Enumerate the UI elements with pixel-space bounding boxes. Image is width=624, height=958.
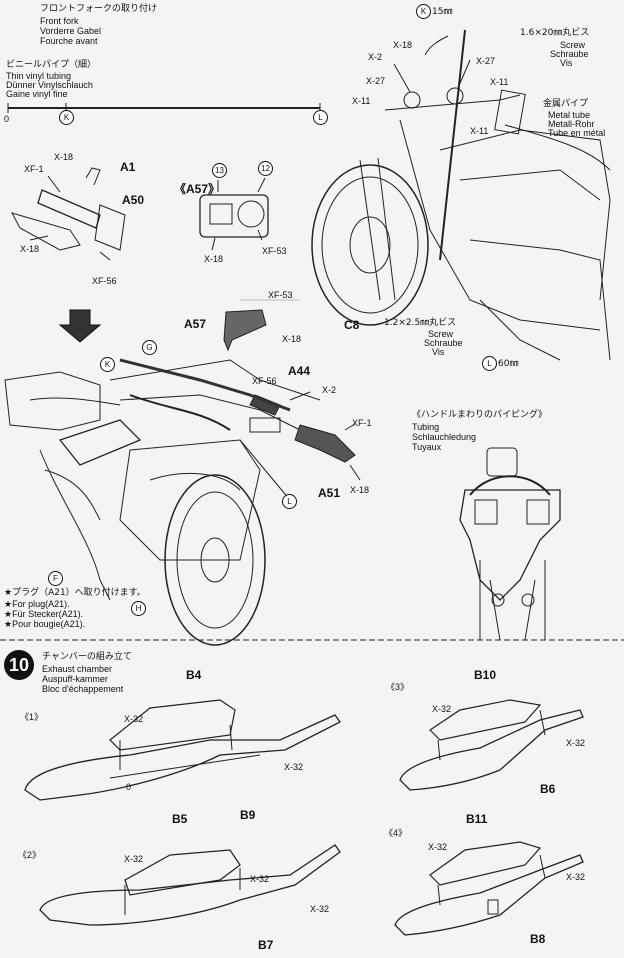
fork-title-fr: Fourche avant bbox=[40, 36, 98, 46]
paint-x18-handle-bottom: X-18 bbox=[20, 244, 40, 254]
chamber2-tag: 《2》 bbox=[18, 850, 42, 860]
tube-mark-g: G bbox=[142, 340, 157, 355]
paint-xf1-handle: XF-1 bbox=[24, 164, 44, 174]
step-number: 10 bbox=[4, 650, 34, 680]
note-plug-en: ★For plug(A21). bbox=[4, 599, 70, 609]
chamber4-tag: 《4》 bbox=[384, 828, 408, 838]
metal-tube-en: Metal tube bbox=[548, 110, 591, 120]
chamber1-part-top: B4 bbox=[186, 668, 202, 682]
screw2-en: Screw bbox=[428, 329, 454, 339]
part-a57: A57 bbox=[184, 317, 207, 331]
screw2-fr: Vis bbox=[432, 347, 445, 357]
fork-title-jp: フロントフォークの取り付け bbox=[40, 4, 158, 14]
chamber2-x32c: X-32 bbox=[310, 904, 330, 914]
paint-x2-fork: X-2 bbox=[368, 52, 383, 62]
chamber4-part-top: B11 bbox=[466, 812, 488, 826]
paint-x18-handle-top: X-18 bbox=[54, 152, 74, 162]
chamber3-tag: 《3》 bbox=[386, 682, 410, 692]
decal-13: 13 bbox=[212, 163, 227, 178]
screw-en: Screw bbox=[560, 40, 586, 50]
part-a1: A1 bbox=[120, 160, 136, 174]
chamber3-part-bottom: B6 bbox=[540, 782, 556, 796]
part-c8: C8 bbox=[344, 318, 360, 332]
piping-title-jp: 《ハンドルまわりのパイピング》 bbox=[412, 410, 548, 420]
l-tube-length: 60㎜ bbox=[498, 359, 519, 369]
note-plug-de: ★Für Stecker(A21). bbox=[4, 609, 84, 619]
chamber2-x32b: X-32 bbox=[250, 874, 270, 884]
l-tube-mark: L bbox=[482, 356, 497, 371]
tube-mark-f: F bbox=[48, 571, 63, 586]
chamber1-zero-mark: 0 bbox=[126, 782, 132, 792]
ruler-mark-l: L bbox=[313, 110, 328, 125]
note-plug-fr: ★Pour bougie(A21). bbox=[4, 619, 86, 629]
screw-size-label: 1.6×20㎜丸ビス bbox=[520, 28, 590, 38]
screw-de: Schraube bbox=[550, 49, 589, 59]
screw2-de: Schraube bbox=[424, 338, 463, 348]
paint-x11-left: X-11 bbox=[352, 96, 371, 106]
ruler-mark-k: K bbox=[59, 110, 74, 125]
piping-title-en: Tubing bbox=[412, 422, 440, 432]
vinyl-title-fr: Gaine vinyl fine bbox=[6, 89, 68, 99]
vinyl-title-jp: ビニールパイプ（細） bbox=[6, 60, 97, 70]
meter-title: 《A57》 bbox=[174, 182, 221, 196]
paint-x27-left: X-27 bbox=[366, 76, 386, 86]
chamber2-x32a: X-32 bbox=[124, 854, 144, 864]
tube-mark-k: K bbox=[100, 357, 115, 372]
step-title-en: Exhaust chamber bbox=[42, 664, 113, 674]
screw2-size-label: 1.2×2.5㎜丸ビス bbox=[384, 318, 457, 328]
metal-tube-de: Metall-Rohr bbox=[548, 119, 595, 129]
tube-mark-l: L bbox=[282, 494, 297, 509]
chamber4-part-bottom: B8 bbox=[530, 932, 546, 946]
piping-title-fr: Tuyaux bbox=[412, 442, 442, 452]
paint-xf56-handle: XF-56 bbox=[92, 276, 117, 286]
k-tube-length: 15㎜ bbox=[432, 7, 453, 17]
fork-title-en: Front fork bbox=[40, 16, 79, 26]
paint-xf53-meter: XF-53 bbox=[262, 246, 287, 256]
screw-fr: Vis bbox=[560, 58, 573, 68]
ruler-zero: 0 bbox=[4, 114, 10, 124]
part-a51: A51 bbox=[318, 486, 341, 500]
step-title-jp: チャンバーの組み立て bbox=[42, 652, 132, 662]
metal-tube-fr: Tube en métal bbox=[548, 128, 606, 138]
chamber1-x32a: X-32 bbox=[124, 714, 144, 724]
paint-x18-a51: X-18 bbox=[350, 485, 370, 495]
chamber3-x32b: X-32 bbox=[566, 738, 586, 748]
paint-xf1-assembly: XF-1 bbox=[352, 418, 372, 428]
paint-x18-meter: X-18 bbox=[204, 254, 224, 264]
paint-x2-assembly: X-2 bbox=[322, 385, 337, 395]
chamber4-x32b: X-32 bbox=[566, 872, 586, 882]
vinyl-title-en: Thin vinyl tubing bbox=[6, 71, 72, 81]
paint-xf56-assembly: XF-56 bbox=[252, 376, 277, 386]
step-title-fr: Bloc d'échappement bbox=[42, 684, 124, 694]
paint-x18-assembly: X-18 bbox=[282, 334, 302, 344]
chamber1-part-bottom: B9 bbox=[240, 808, 256, 822]
chamber3-x32a: X-32 bbox=[432, 704, 452, 714]
part-a44: A44 bbox=[288, 364, 311, 378]
chamber1-x32b: X-32 bbox=[284, 762, 304, 772]
k-tube-mark: K bbox=[416, 4, 431, 19]
paint-x11-bottom: X-11 bbox=[470, 126, 489, 136]
chamber2-part-top: B5 bbox=[172, 812, 188, 826]
step-title-de: Auspuff-kammer bbox=[42, 674, 108, 684]
note-plug-jp: ★プラグ（A21）へ取り付けます。 bbox=[4, 588, 146, 598]
metal-tube-jp: 金属パイプ bbox=[543, 99, 589, 109]
tube-mark-h: H bbox=[131, 601, 146, 616]
paint-x18-fork: X-18 bbox=[393, 40, 413, 50]
chamber4-x32a: X-32 bbox=[428, 842, 448, 852]
paint-xf53-assembly: XF-53 bbox=[268, 290, 293, 300]
paint-x11-right: X-11 bbox=[490, 77, 509, 87]
part-a50: A50 bbox=[122, 193, 145, 207]
chamber3-part-top: B10 bbox=[474, 668, 497, 682]
piping-title-de: Schlauchledung bbox=[412, 432, 477, 442]
fork-title-de: Vorderre Gabel bbox=[40, 26, 102, 36]
chamber2-part-bottom: B7 bbox=[258, 938, 274, 952]
vinyl-title-de: Dünner Vinylschlauch bbox=[6, 80, 93, 90]
decal-12: 12 bbox=[258, 161, 273, 176]
paint-x27-right: X-27 bbox=[476, 56, 496, 66]
chamber1-tag: 《1》 bbox=[20, 712, 44, 722]
